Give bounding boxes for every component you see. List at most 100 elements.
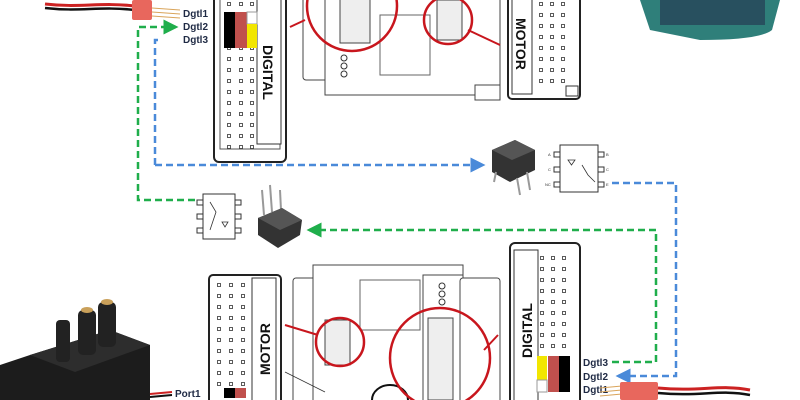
bottom-servo-cable bbox=[599, 382, 751, 400]
pin-hole bbox=[562, 344, 566, 348]
pin-hole bbox=[250, 101, 254, 105]
pin-hole bbox=[250, 2, 254, 6]
pin-hole bbox=[227, 57, 231, 61]
pin-hole bbox=[551, 322, 555, 326]
pin-hole bbox=[227, 123, 231, 127]
pin-hole bbox=[250, 79, 254, 83]
pin-hole bbox=[539, 57, 543, 61]
pin-hole bbox=[229, 327, 233, 331]
pin-hole bbox=[250, 112, 254, 116]
pin-hole bbox=[229, 371, 233, 375]
pin-hole bbox=[540, 267, 544, 271]
pin-hole bbox=[540, 311, 544, 315]
pin-hole bbox=[227, 79, 231, 83]
pin-hole bbox=[217, 283, 221, 287]
pin-hole bbox=[217, 294, 221, 298]
highlight-circle bbox=[305, 0, 399, 53]
pin-hole bbox=[229, 349, 233, 353]
pin-hole bbox=[241, 371, 245, 375]
pin-hole bbox=[250, 57, 254, 61]
pin-hole bbox=[551, 256, 555, 260]
pin-hole bbox=[540, 300, 544, 304]
optocoupler-schematic-left bbox=[196, 193, 242, 240]
pin-hole bbox=[239, 2, 243, 6]
pin-hole bbox=[550, 24, 554, 28]
bottom-digital-module: DIGITAL bbox=[509, 242, 581, 400]
pin-hole bbox=[217, 338, 221, 342]
pin-hole bbox=[217, 360, 221, 364]
pin-hole bbox=[550, 79, 554, 83]
pin-hole bbox=[241, 294, 245, 298]
pin-hole bbox=[551, 300, 555, 304]
pin-hole bbox=[241, 360, 245, 364]
pin-hole bbox=[239, 145, 243, 149]
pin-hole bbox=[217, 305, 221, 309]
pin-hole bbox=[562, 289, 566, 293]
pin-hole bbox=[562, 278, 566, 282]
top-port-label-dgtl2: Dgtl2 bbox=[183, 22, 208, 33]
pin-hole bbox=[540, 322, 544, 326]
pin-hole bbox=[539, 35, 543, 39]
pin-hole bbox=[250, 123, 254, 127]
pin-hole bbox=[241, 283, 245, 287]
pin-hole bbox=[561, 79, 565, 83]
pin-hole bbox=[540, 278, 544, 282]
top-motor-module: MOTOR bbox=[507, 0, 581, 100]
bottom-motor-module: MOTOR bbox=[208, 274, 282, 400]
port1-label: Port1 bbox=[175, 389, 201, 400]
pin-hole bbox=[561, 2, 565, 6]
pin-hole bbox=[239, 57, 243, 61]
pin-hole bbox=[227, 90, 231, 94]
pin-hole bbox=[239, 90, 243, 94]
pin-hole bbox=[562, 300, 566, 304]
pin-hole bbox=[539, 2, 543, 6]
top-port-label-dgtl1: Dgtl1 bbox=[183, 9, 208, 20]
pin-hole bbox=[561, 68, 565, 72]
optocoupler-schematic-right: A C NC B C E bbox=[545, 144, 609, 193]
top-servo-cable bbox=[44, 0, 181, 20]
opto-pin-nc: NC bbox=[545, 182, 551, 187]
bottom-port-label-dgtl3: Dgtl3 bbox=[583, 358, 608, 369]
green-signal-link bbox=[136, 19, 658, 364]
digital-label-bottom: DIGITAL bbox=[519, 303, 535, 358]
pin-hole bbox=[562, 256, 566, 260]
motor-label-bottom: MOTOR bbox=[257, 323, 273, 375]
pin-hole bbox=[229, 382, 233, 386]
pin-hole bbox=[227, 101, 231, 105]
pin-hole bbox=[227, 2, 231, 6]
pin-hole bbox=[562, 333, 566, 337]
pin-hole bbox=[550, 13, 554, 17]
pin-hole bbox=[550, 46, 554, 50]
pin-hole bbox=[239, 123, 243, 127]
pin-hole bbox=[562, 322, 566, 326]
pin-hole bbox=[239, 134, 243, 138]
pin-hole bbox=[551, 278, 555, 282]
top-controller bbox=[289, 0, 501, 101]
pin-hole bbox=[562, 311, 566, 315]
pin-hole bbox=[217, 382, 221, 386]
optocoupler-left bbox=[258, 184, 302, 248]
pin-hole bbox=[227, 112, 231, 116]
pin-hole bbox=[561, 35, 565, 39]
motor-label-top: MOTOR bbox=[513, 18, 529, 70]
pin-hole bbox=[250, 134, 254, 138]
digital-label-top: DIGITAL bbox=[260, 45, 276, 100]
pin-hole bbox=[550, 68, 554, 72]
pin-hole bbox=[561, 13, 565, 17]
pin-hole bbox=[561, 24, 565, 28]
pin-hole bbox=[250, 90, 254, 94]
pin-hole bbox=[561, 57, 565, 61]
pin-hole bbox=[229, 294, 233, 298]
optocoupler-right bbox=[492, 140, 535, 196]
opto-pin-b: B bbox=[606, 152, 609, 157]
highlight-circle bbox=[314, 316, 366, 368]
pin-hole bbox=[539, 68, 543, 72]
pin-hole bbox=[551, 267, 555, 271]
bottom-port-label-dgtl1: Dgtl1 bbox=[583, 385, 608, 396]
pin-hole bbox=[539, 79, 543, 83]
bottom-servo-motor bbox=[0, 299, 173, 400]
pin-hole bbox=[539, 46, 543, 50]
pin-hole bbox=[227, 68, 231, 72]
pin-hole bbox=[239, 68, 243, 72]
